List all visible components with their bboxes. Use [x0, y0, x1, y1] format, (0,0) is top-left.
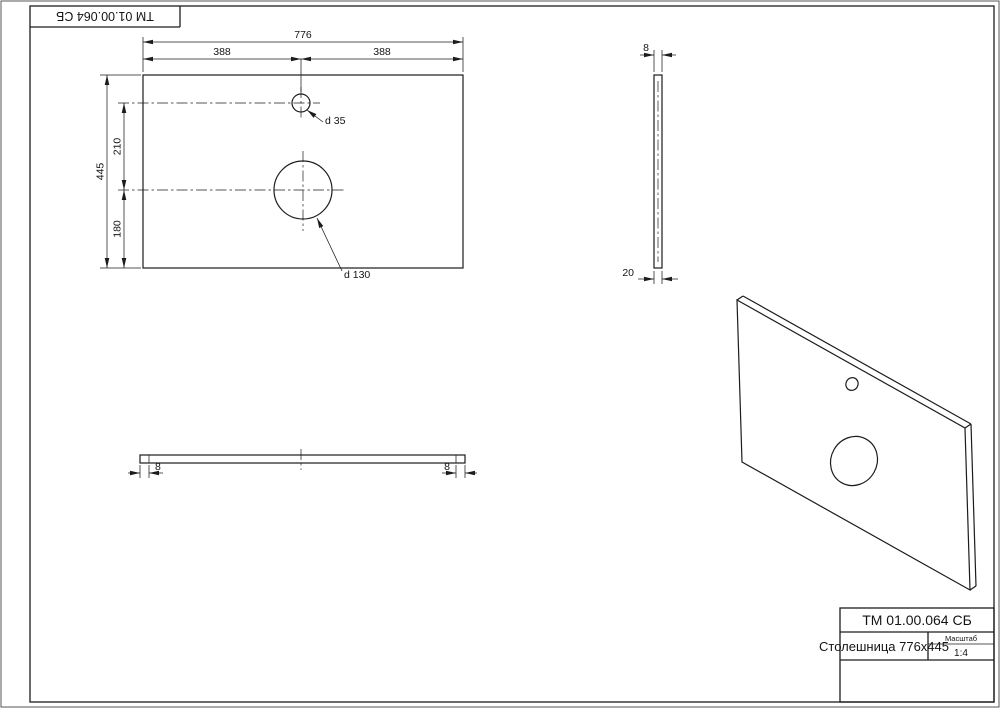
dim-side-20: 20 [622, 267, 634, 279]
iso-large-hole [829, 435, 879, 487]
dim-776: 776 [294, 29, 312, 41]
label-d35: d 35 [325, 115, 346, 127]
iso-small-hole [845, 377, 859, 391]
bottom-view: 8 8 [128, 449, 477, 478]
title-block: ТМ 01.00.064 СБ Столешница 776x445 Масшт… [819, 607, 995, 703]
leader-d35 [306, 109, 324, 123]
isometric-view [736, 295, 977, 592]
dim-388-right: 388 [373, 46, 391, 58]
label-d130: d 130 [344, 269, 370, 281]
title-part-name: Столешница 776x445 [819, 639, 949, 654]
side-profile [653, 74, 663, 269]
title-scale-value: 1:4 [954, 648, 968, 659]
front-view: 776 388 388 445 210 180 d 35 d 130 [95, 29, 464, 281]
title-doc-code: ТМ 01.00.064 СБ [862, 612, 972, 628]
top-stamp: ТМ 01.00.064 СБ [30, 6, 181, 28]
dim-side-8: 8 [643, 42, 649, 54]
dim-445: 445 [95, 163, 107, 181]
edge-profile [139, 454, 466, 464]
drawing-frame [29, 5, 995, 703]
dim-bottom-8-right: 8 [444, 461, 450, 473]
side-view: 8 20 [622, 42, 678, 284]
iso-back-right-edge [970, 423, 977, 587]
panel-outline [142, 74, 464, 269]
iso-back-top-edge [742, 295, 972, 425]
dim-388-left: 388 [213, 46, 231, 58]
stamp-code-text: ТМ 01.00.064 СБ [56, 9, 154, 23]
dim-bottom-8-left: 8 [155, 461, 161, 473]
title-scale-label: Масштаб [945, 634, 977, 643]
dim-180: 180 [112, 220, 124, 238]
dim-210: 210 [112, 138, 124, 156]
leader-d130 [316, 217, 343, 272]
